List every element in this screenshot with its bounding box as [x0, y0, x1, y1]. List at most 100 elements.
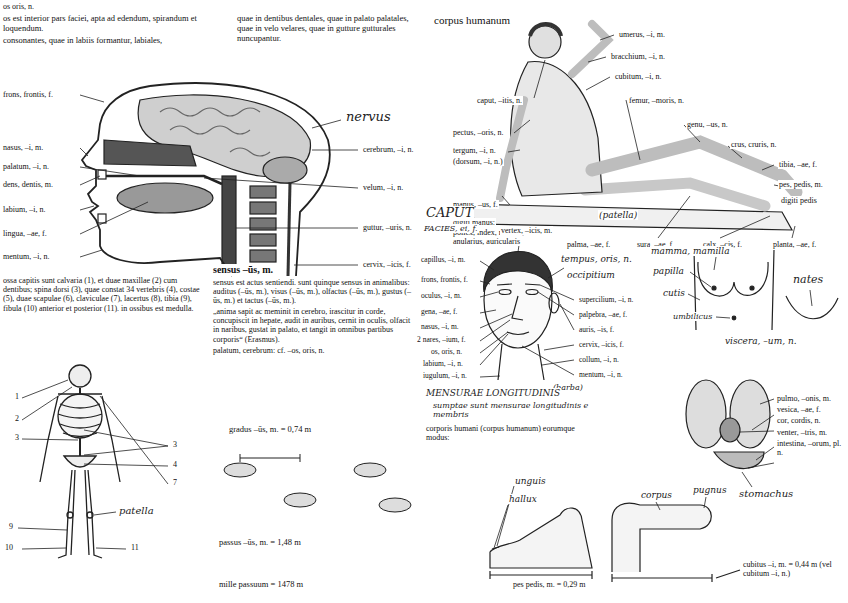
skull — [69, 365, 91, 387]
term-label: passus –ūs, m. = 1,48 m — [218, 538, 302, 548]
spinal-cord — [288, 182, 290, 276]
measure-line — [490, 571, 592, 579]
term-label: caput, –itis, n. — [476, 96, 523, 105]
clavicle — [58, 393, 102, 394]
term-label: palma, –ae, f. — [566, 240, 611, 249]
term-label: os oris, n. — [2, 2, 35, 11]
term-label: collum, –i, n. — [578, 356, 620, 365]
term-label: auris, –is, f. — [578, 326, 615, 335]
section-heading: sensus –ūs, m. — [212, 264, 274, 276]
callout-number: 7 — [172, 478, 178, 487]
term-label: gena, –ae, f. — [420, 308, 458, 317]
pelvis — [64, 456, 96, 467]
paragraph-text: pulmo, –onis, m. — [776, 394, 844, 403]
handwritten-note: patella — [118, 505, 155, 517]
term-label: tibia, –ae, f. — [778, 160, 818, 169]
handwritten-note: MENSURAE LONGITUDINIS — [425, 388, 561, 398]
leader-line — [688, 257, 812, 318]
neck — [498, 344, 544, 380]
patella-bone — [87, 512, 93, 518]
vertebra — [250, 202, 276, 214]
footprint — [379, 498, 411, 512]
forearm — [612, 497, 740, 582]
term-label: velum, –i, n. — [362, 183, 404, 192]
term-label: pes, pedis, m. — [778, 180, 824, 189]
term-label: cervix, –icis, f. — [578, 341, 625, 350]
term-label: vertex, –icis, m. — [500, 226, 553, 235]
breasts — [698, 262, 768, 296]
term-label: digiti pedis — [780, 196, 818, 205]
paragraph-text: ossa capitis sunt calvaria (1), et duae … — [2, 276, 209, 313]
ribcage — [58, 394, 102, 438]
vertebrae — [250, 186, 276, 262]
handwritten-note: unguis — [514, 476, 547, 486]
raised-arm — [572, 24, 608, 74]
teeth-lower — [98, 214, 106, 223]
paragraph-text: quae in dentibus dentales, quae in palat… — [236, 14, 423, 43]
term-label: umerus, –i, m. — [618, 30, 666, 39]
paragraph-text: intestina, –orum, pl. n. — [776, 439, 844, 457]
paragraph-text: „anima sapit ac meminit in cerebro, iras… — [212, 307, 419, 344]
term-label: palatum, –i, n. — [2, 162, 50, 171]
handwritten-note: nates — [792, 274, 824, 287]
heart — [720, 418, 740, 442]
pharynx — [222, 176, 236, 272]
leader-line — [502, 35, 795, 238]
paragraph-text: cor, cordis, n. — [776, 416, 844, 425]
mouth — [507, 332, 529, 335]
term-label: (dorsum, –i, n.) — [452, 157, 504, 166]
skeleton — [18, 365, 168, 558]
handwritten-note: tempus, oris, n. — [560, 254, 633, 264]
brows — [497, 284, 540, 285]
vertebra — [250, 234, 276, 246]
term-label: guttur, –uris, n. — [362, 223, 413, 232]
handwritten-note: umbilicus — [672, 312, 713, 321]
term-label: cubitum, –i, n. — [614, 72, 662, 81]
face-profile — [82, 86, 232, 276]
term-label: mentum, –i, n. — [578, 371, 624, 380]
patella-bone — [67, 512, 73, 518]
term-label: frons, frontis, f. — [2, 90, 54, 99]
figure-hair — [530, 24, 561, 36]
handwritten-note: papilla — [652, 266, 685, 276]
term-label: palpebra, –ae, f. — [578, 311, 628, 320]
paragraph-text: cubitus –i, m. = 0,44 m (vel cubitum –i,… — [742, 560, 844, 578]
term-label: genu, –us, n. — [686, 120, 729, 129]
handwritten-note: cutis — [662, 288, 686, 298]
footprint — [224, 463, 256, 477]
term-label: gradus –ūs, m. = 0,74 m — [228, 425, 312, 435]
paragraph-text: sensus est actus sentiendi. sunt quinque… — [212, 278, 419, 306]
vertebra — [250, 186, 276, 198]
skull-back — [150, 83, 330, 276]
term-label: nasus, –i, m. — [420, 323, 460, 332]
handwritten-note: hallux — [508, 494, 538, 504]
term-label: frons, frontis, f. — [420, 276, 469, 285]
paragraph-text: corporis humani (corpus humanum) eorumqu… — [425, 424, 597, 442]
term-label: iugulum, –i, n. — [422, 372, 468, 381]
term-label: femur, –moris, n. — [628, 96, 685, 105]
callout-number: 3 — [14, 433, 20, 442]
term-label: labium, –i, n. — [422, 360, 464, 369]
term-label: nasus, –i, m. — [2, 143, 44, 152]
paragraph-text: consonantes, quae in labiis formantur, l… — [2, 36, 234, 46]
leader-line — [740, 399, 774, 487]
term-label: cerebrum, –i, n. — [362, 145, 414, 154]
paragraph-text: vesica, –ae, f. — [776, 405, 844, 414]
eye — [526, 290, 538, 295]
callout-number: 3 — [172, 440, 178, 449]
term-label: mille passuum = 1478 m — [218, 580, 304, 590]
handwritten-note: corpus — [640, 490, 673, 500]
legs — [58, 470, 102, 558]
page-title: corpus humanum — [433, 14, 511, 27]
leader-line — [18, 380, 168, 549]
paragraph-text: palatum, cerebrum: cf. –os, oris, n. — [212, 346, 419, 355]
handwritten-note: (patella) — [598, 210, 638, 220]
nose — [512, 296, 523, 320]
term-label: os, oris, n. — [430, 348, 463, 357]
term-label: tergum, –i, n. — [452, 146, 497, 155]
handwritten-note: pugnus — [692, 485, 728, 495]
handwritten-note: stomachus — [738, 488, 794, 500]
handwritten-note: viscera, –um, n. — [724, 336, 798, 346]
lung — [686, 380, 726, 448]
